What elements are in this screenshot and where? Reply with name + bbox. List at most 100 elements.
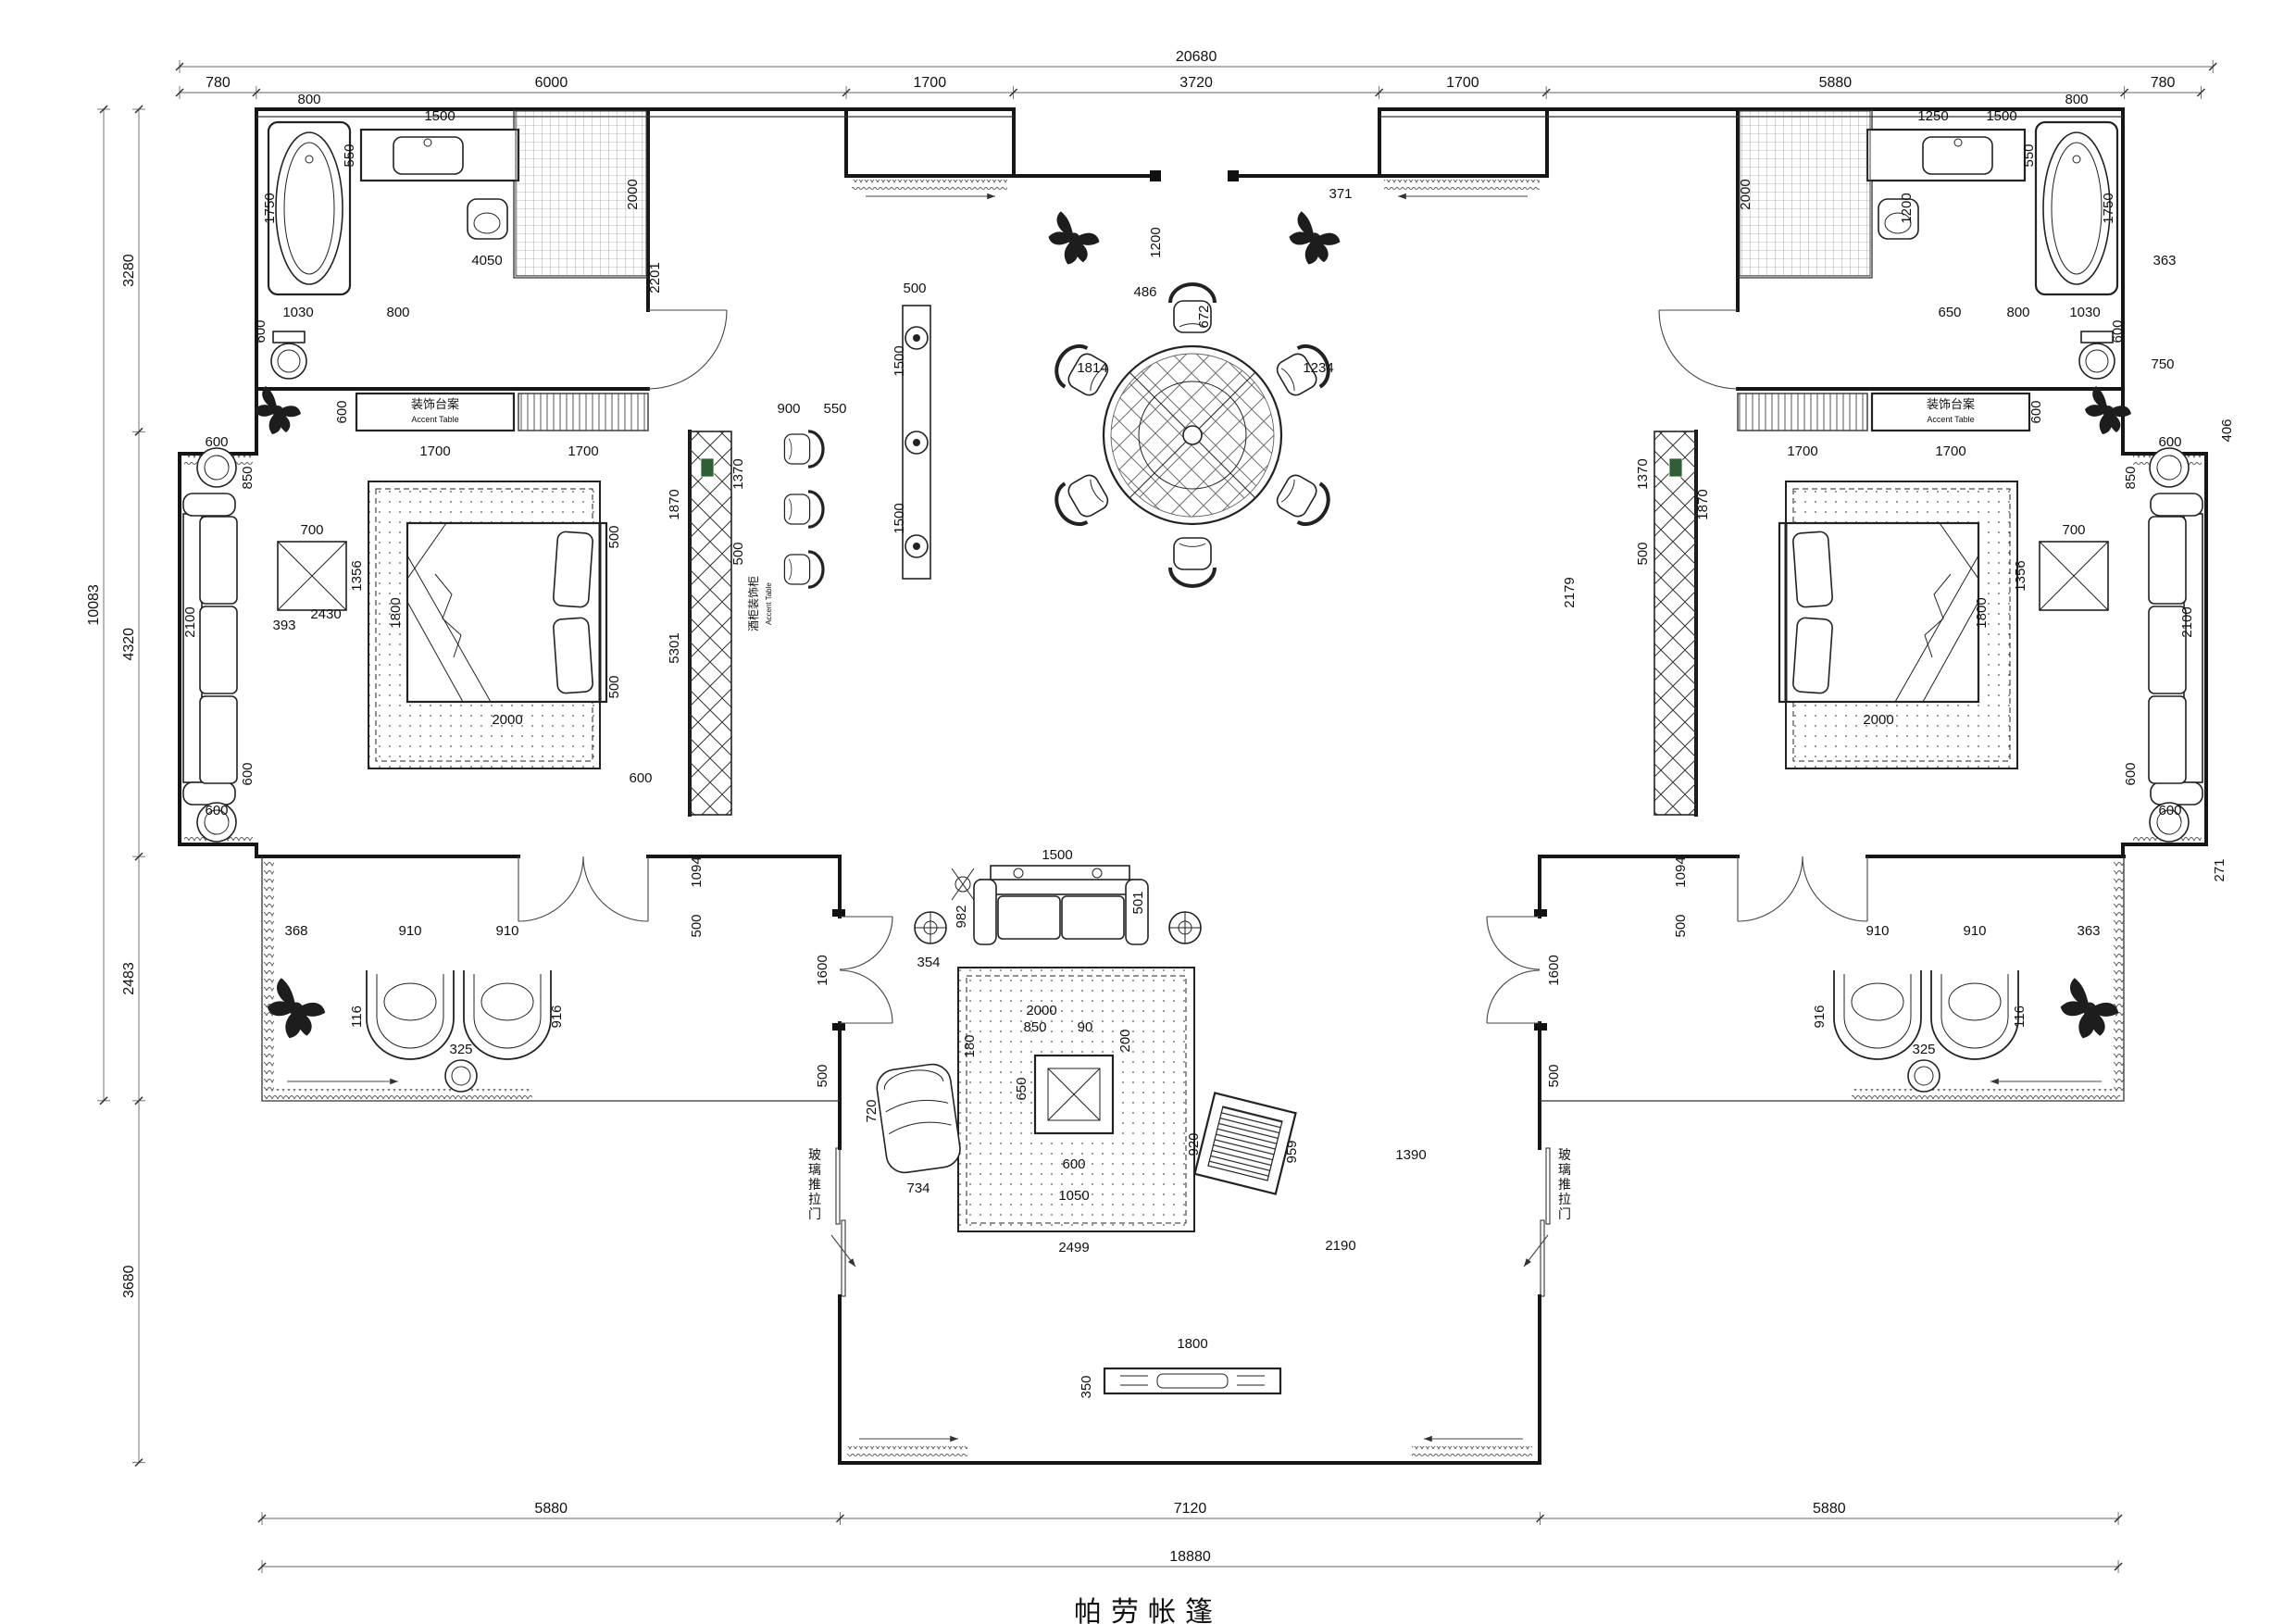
dimension-label: 1500 [424,108,455,124]
dimension-label: 1700 [568,443,598,459]
dimension-label: 600 [2110,319,2126,343]
dimension-label: 1800 [388,597,404,628]
dimension-label: 2000 [1738,179,1753,209]
label-sliding-door-right: 玻璃推拉门 [1558,1147,1571,1221]
toilet-bowl [277,349,301,373]
dimension-label: 2190 [1325,1238,1355,1254]
stove [1193,1092,1297,1195]
faucet [423,138,432,147]
dining-table-ring [1138,381,1247,490]
throw-blanket [434,573,462,658]
dimension-label: 1800 [1177,1336,1207,1352]
toilet-bowl [2085,349,2109,373]
blanket-corner [1939,522,1979,581]
shower-floor [515,110,647,277]
tv-console-lines [1120,1375,1265,1386]
dimension-label: 734 [906,1181,930,1196]
round-side-table [196,447,237,488]
bathroom-left [255,110,649,434]
left-dimension-chain-label: 3280 [121,254,137,287]
sofa-back [979,879,1142,895]
label-accent-table-right-cn: 装饰台案 [1927,397,1975,411]
dimension-label: 500 [606,675,622,698]
dimension-label: 500 [689,914,705,937]
wine-cabinet-lattice [689,431,732,816]
shower-floor [1739,110,1871,277]
dimension-label: 600 [2028,400,2044,423]
decor-icon [700,457,715,478]
top-dimension-chain-label: 780 [2151,75,2176,91]
dimension-label: 2201 [647,262,663,293]
dimension-label: 371 [1329,186,1352,202]
dimension-label: 1500 [1986,108,2016,124]
bottom-dimension-chain-label: 5880 [1813,1501,1846,1517]
dimension-label: 180 [962,1034,978,1057]
sink [1922,136,1993,175]
left-dimension-chain-label: 4320 [121,628,137,661]
dimension-label: 2000 [1863,712,1893,728]
dimension-label: 1870 [1695,489,1711,519]
dimension-label: 1200 [1899,193,1915,223]
dimension-label: 1500 [1042,847,1072,863]
dimension-label: 500 [1546,1064,1562,1087]
folding-table [951,868,975,901]
door-post [832,909,845,917]
pillow [553,531,593,608]
pillow [1792,531,1833,608]
dimension-label: 1390 [1395,1147,1426,1163]
bedroom-right [1653,431,2109,816]
top-overall-dimension-label: 20680 [1176,49,1217,65]
top-dimension-chain-label: 3720 [1179,75,1213,91]
dimension-label: 1700 [1787,443,1817,459]
dimension-label: 600 [205,803,228,818]
dimension-label: 1250 [1917,108,1948,124]
top-dimension-chain-label: 1700 [1446,75,1479,91]
dimension-label: 600 [253,319,268,343]
barrel-chair [463,969,552,1060]
dimension-label: 1750 [2101,193,2116,223]
sink [393,136,464,175]
bar-fixture-dot [913,543,920,550]
dimension-label: 4050 [471,253,502,269]
dimension-label: 90 [1078,1019,1093,1035]
top-dimension-chain-label: 6000 [535,75,568,91]
living-rug-border [966,975,1187,1224]
dimension-label: 920 [1186,1132,1202,1156]
dimension-label: 2000 [1026,1003,1056,1018]
dimension-label: 850 [2123,466,2139,489]
dining-table-center [1182,425,1203,445]
dimension-label: 550 [342,144,357,167]
bathtub [275,131,343,285]
label-wine-cabinet-en: Accent Table [765,582,773,625]
sofa-cushion [997,895,1061,940]
toilet-seat [473,212,501,234]
dimension-label: 368 [284,923,307,939]
bar-fixture-dot [913,439,920,446]
dimension-label: 363 [2077,923,2100,939]
left-overall-dimension-label: 10083 [86,584,102,626]
dimension-label: 900 [777,401,800,417]
dimension-label: 910 [398,923,421,939]
blanket-fold [1894,555,1979,703]
dimension-label: 672 [1196,305,1212,328]
label-accent-table-left-cn: 装饰台案 [411,397,459,411]
dimension-label: 600 [205,434,228,450]
dimension-label: 800 [386,305,409,320]
label-sliding-door-left: 玻璃推拉门 [808,1147,821,1221]
accent-table-right [1870,392,2031,432]
bathtub-inner [283,142,335,275]
dimension-label: 1094 [689,856,705,887]
dimension-label: 910 [1963,923,1986,939]
dimension-label: 750 [2151,356,2174,372]
throw-blanket [1924,573,1952,658]
pillow [1792,617,1833,694]
top-dimension-chain-label: 1700 [914,75,947,91]
doors [518,309,1868,1297]
dimension-label: 916 [1812,1005,1828,1028]
entrance-post [1228,170,1239,181]
sofa-cushion [2148,695,2187,784]
dimension-label: 501 [1130,891,1146,914]
dimension-label: 600 [240,762,256,785]
dimension-label: 850 [1023,1019,1046,1035]
